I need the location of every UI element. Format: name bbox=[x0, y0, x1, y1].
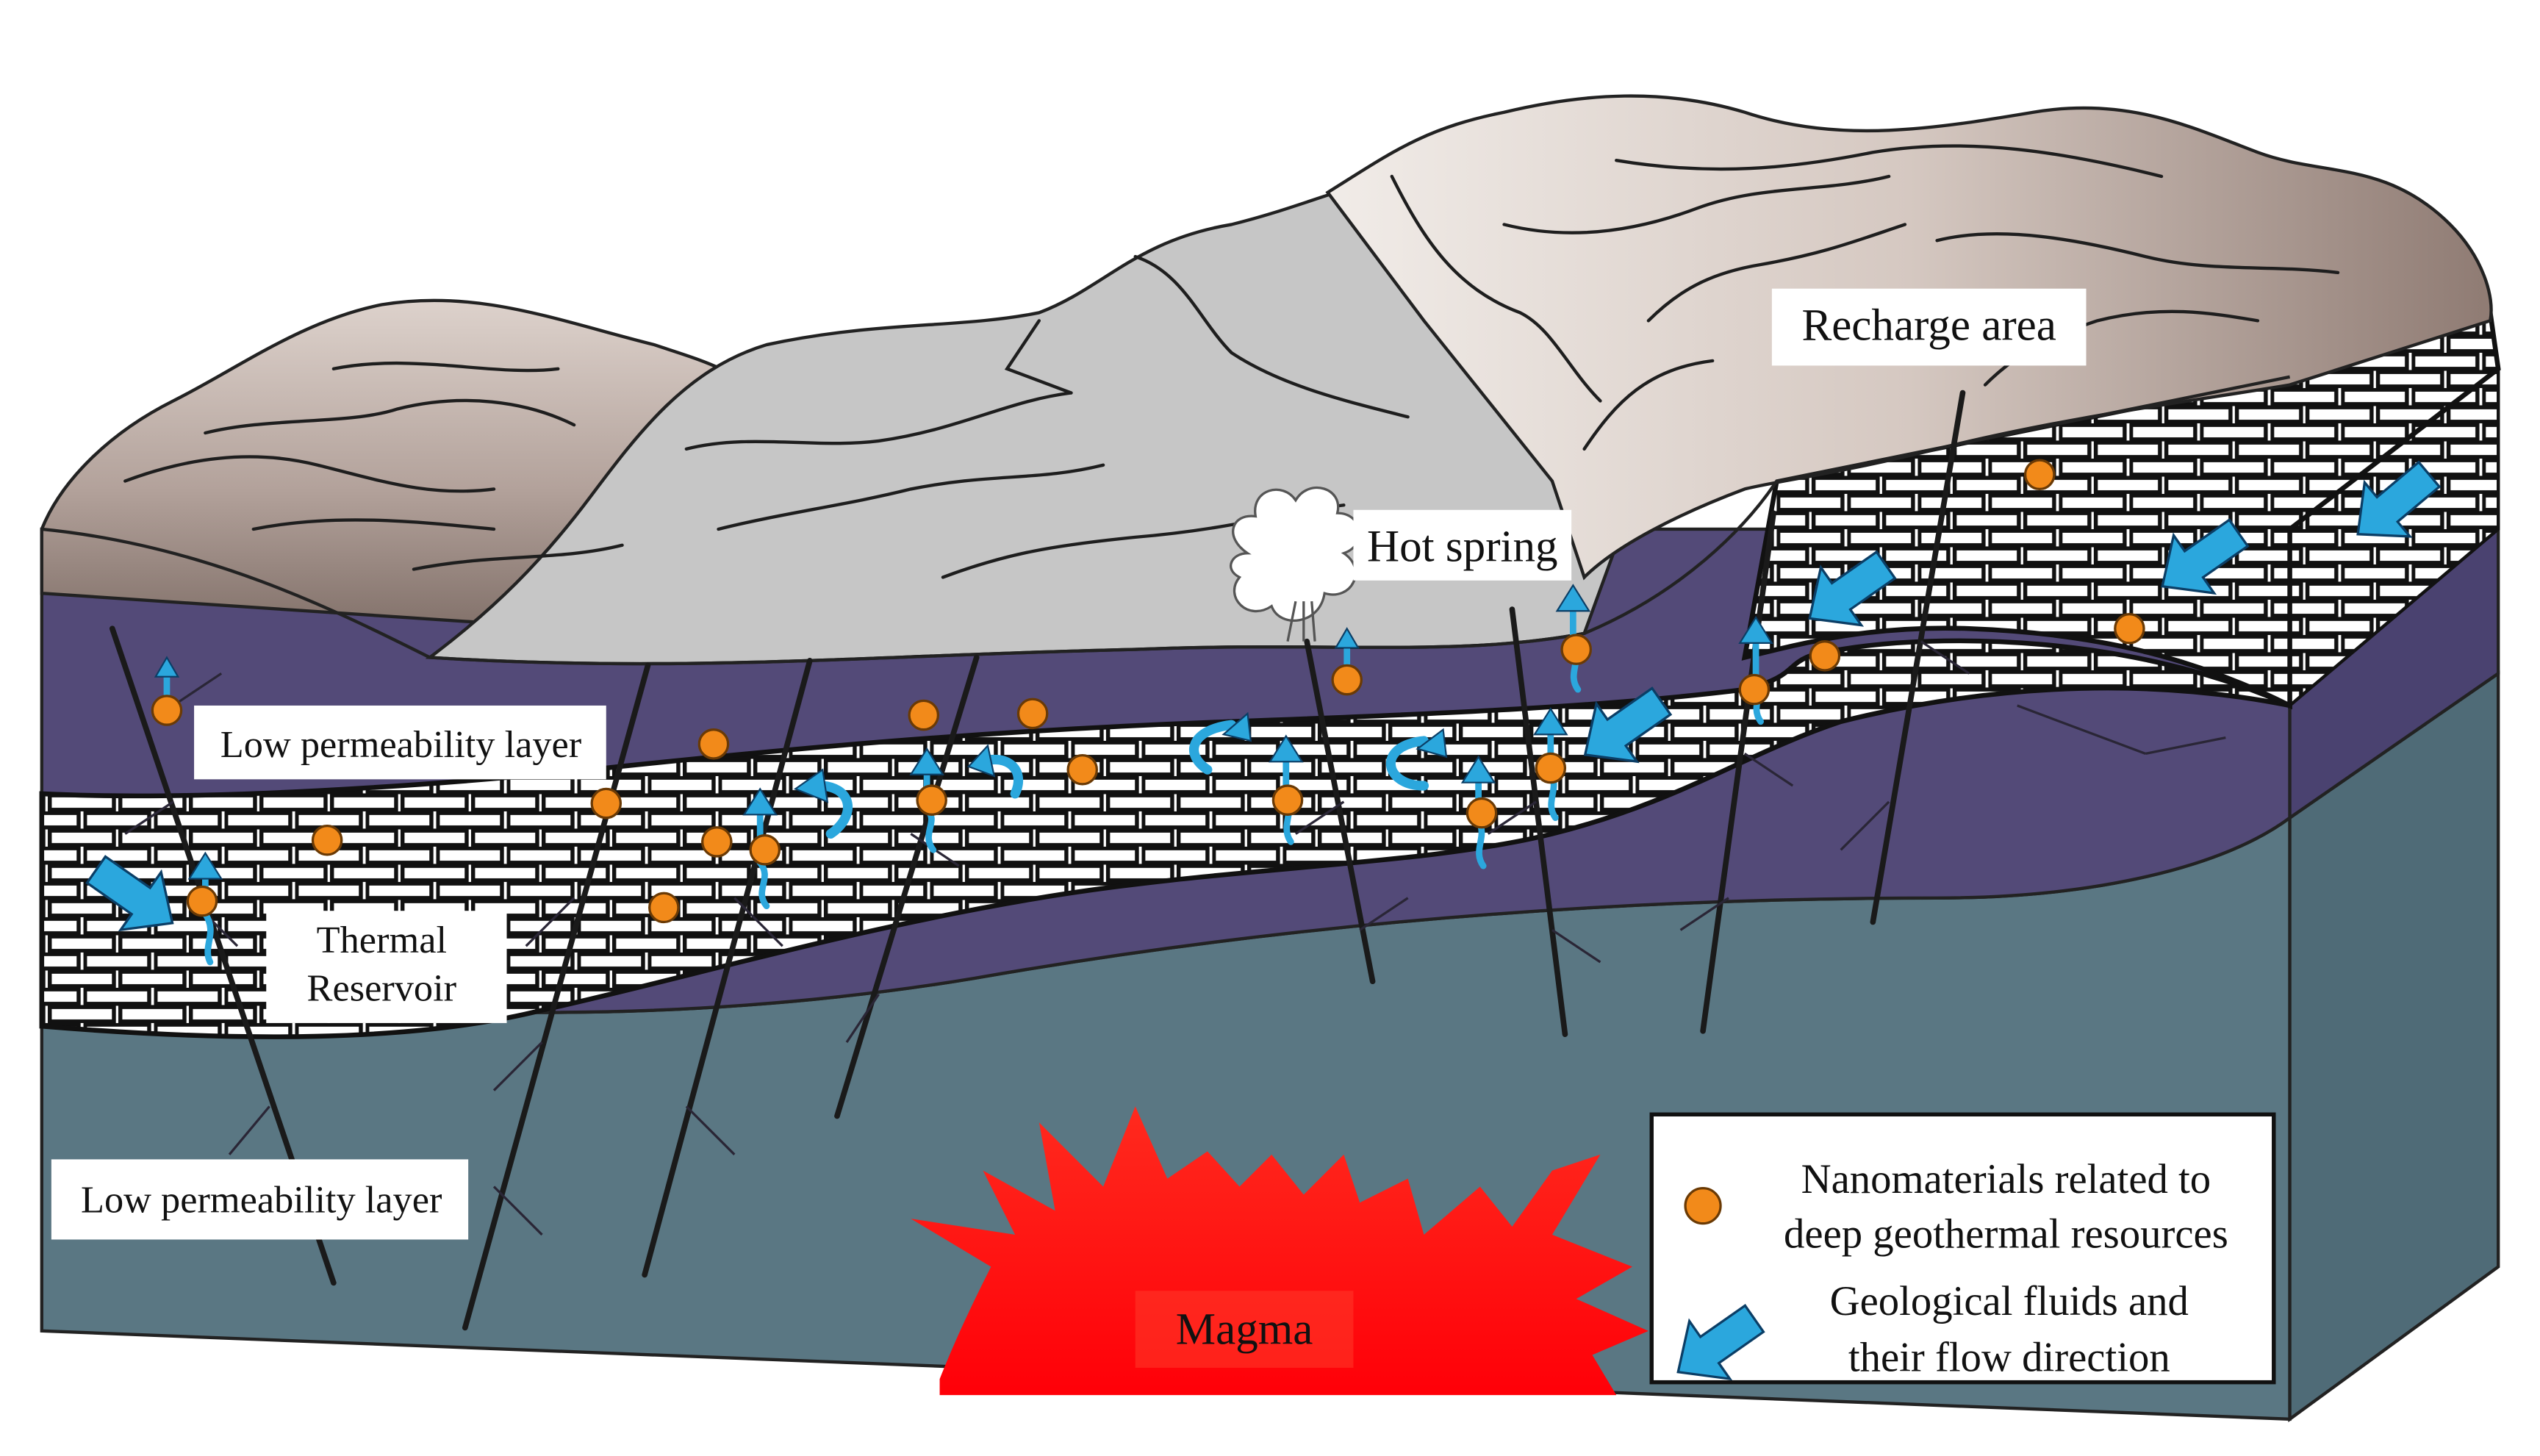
nanoparticle-icon bbox=[1066, 753, 1099, 786]
nanoparticles bbox=[151, 459, 2145, 924]
magma-label: Magma bbox=[1176, 1305, 1313, 1354]
legend-fluid-line2: their flow direction bbox=[1848, 1334, 2170, 1380]
legend-nanoparticle-icon bbox=[1684, 1187, 1722, 1225]
fluid-arrow-icon bbox=[2161, 518, 2250, 595]
faults bbox=[109, 390, 1966, 1331]
thermal-reservoir-label-2: Reservoir bbox=[307, 967, 457, 1009]
nanoparticle-icon bbox=[916, 784, 947, 816]
fault-branches bbox=[124, 640, 2226, 1236]
nanoparticle-icon bbox=[1465, 797, 1498, 829]
nanoparticle-icon bbox=[1331, 664, 1363, 696]
mountain-ridges bbox=[123, 144, 2340, 579]
legend-nano-line2: deep geothermal resources bbox=[1784, 1211, 2228, 1257]
fluid-arrow-icon bbox=[1808, 550, 1897, 627]
nanoparticle-icon bbox=[1535, 752, 1567, 784]
nanoparticle-icon bbox=[590, 787, 623, 820]
nanoparticle-icon bbox=[749, 834, 781, 866]
low-perm-upper-box bbox=[194, 705, 606, 780]
low-perm-lower-box bbox=[51, 1159, 469, 1240]
hot-spring-label: Hot spring bbox=[1367, 523, 1558, 572]
low-perm-lower-label: Low permeability layer bbox=[81, 1178, 442, 1221]
nanoparticle-icon bbox=[908, 699, 940, 731]
nanoparticle-icon bbox=[1271, 784, 1304, 816]
thermal-reservoir-label-1: Thermal bbox=[317, 919, 447, 961]
nanoparticle-icon bbox=[1809, 640, 1841, 672]
legend-fluid-arrow-icon bbox=[1676, 1304, 1765, 1381]
magma-label-box bbox=[1135, 1291, 1354, 1369]
magma-body bbox=[911, 1106, 1649, 1396]
circulation-arrowheads bbox=[793, 711, 1448, 803]
hot-spring-steam-icon bbox=[1230, 487, 1361, 642]
hot-spring-box bbox=[1353, 509, 1572, 581]
thermal-reservoir-box bbox=[266, 911, 507, 1023]
nanoparticle-icon bbox=[2114, 612, 2145, 645]
labels: Recharge area Hot spring Low permeabilit… bbox=[51, 288, 2087, 1354]
nanoparticle-icon bbox=[1738, 673, 1771, 706]
nanoparticle-icon bbox=[1016, 697, 1049, 730]
nanoparticle-icon bbox=[311, 824, 343, 856]
legend-nano-line1: Nanomaterials related to bbox=[1801, 1156, 2211, 1202]
nanoparticle-icon bbox=[1560, 634, 1592, 665]
nanoparticle-icon bbox=[701, 826, 733, 858]
fluid-arrow-icon bbox=[85, 855, 174, 932]
fluid-arrows bbox=[85, 460, 2442, 932]
fluid-arrow-icon bbox=[1583, 686, 1673, 764]
legend-fluid-line1: Geological fluids and bbox=[1830, 1278, 2189, 1324]
nanoparticle-icon bbox=[648, 892, 680, 924]
nanoparticle-icon bbox=[2023, 459, 2056, 491]
recharge-area-box bbox=[1771, 288, 2087, 366]
nanoparticle-icon bbox=[151, 695, 183, 726]
nanoparticle-icon bbox=[186, 885, 218, 917]
fluid-arrow-icon bbox=[2356, 460, 2442, 538]
low-perm-upper-label: Low permeability layer bbox=[220, 723, 581, 766]
recharge-area-label: Recharge area bbox=[1801, 301, 2056, 351]
surface-front-edge bbox=[41, 375, 2291, 666]
recharge-reservoir bbox=[1741, 309, 2501, 710]
nanoparticle-icon bbox=[697, 728, 730, 760]
legend: Nanomaterials related to deep geothermal… bbox=[1649, 1112, 2276, 1385]
